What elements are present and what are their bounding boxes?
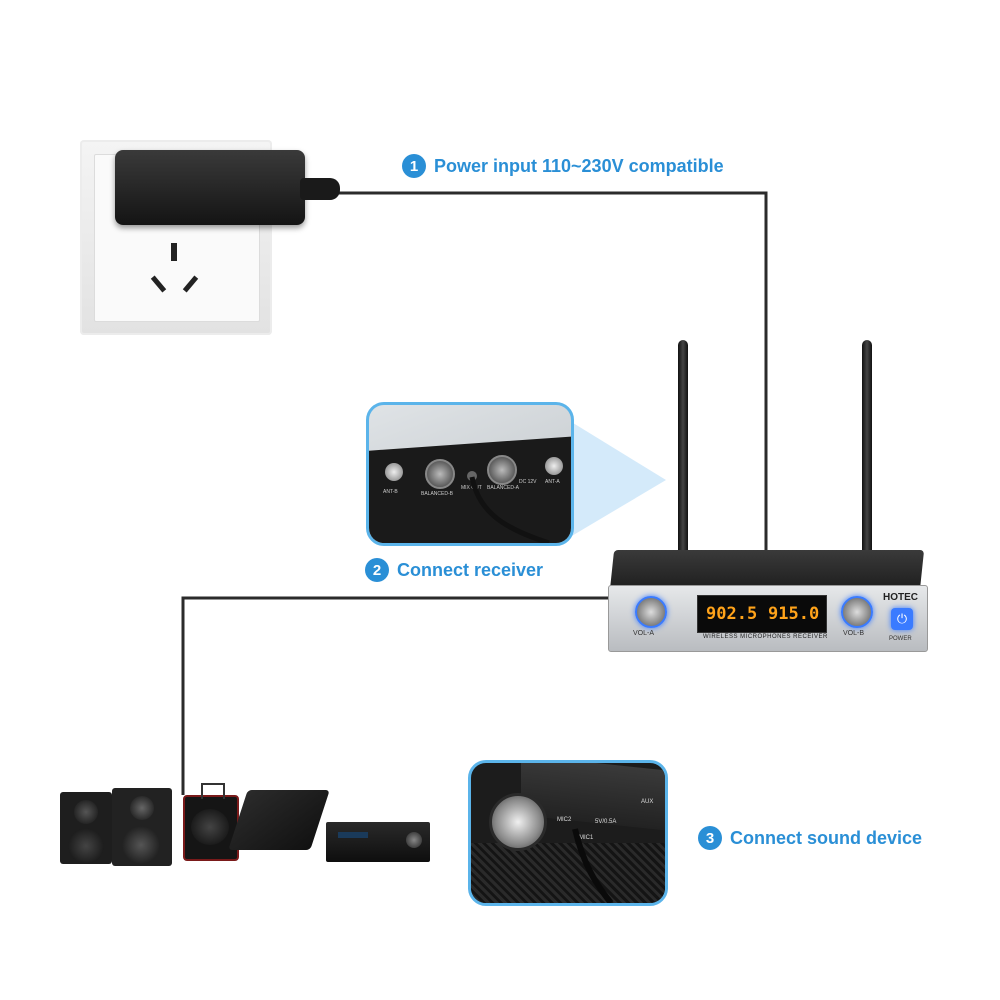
balanced-b-label: BALANCED-B (421, 491, 453, 497)
dc-label: DC 12V (519, 479, 537, 485)
power-cable (300, 191, 768, 560)
balanced-a-connector (487, 455, 517, 485)
mic2-label: MIC2 (557, 817, 572, 823)
power-icon: ⏻ (896, 611, 908, 626)
antenna-left (678, 340, 688, 570)
rear-panel-callout: ANT-B BALANCED-B MIX OUT BALANCED-A DC 1… (366, 402, 574, 546)
audio-cable (181, 596, 618, 795)
mic1-label: MIC1 (579, 835, 594, 841)
receiver-panel-label: WIRELESS MICROPHONES RECEIVER (703, 634, 828, 640)
freq-a: 902.5 (706, 604, 758, 624)
step-number: 2 (365, 558, 389, 582)
speaker-right (112, 788, 172, 866)
step-label: Connect receiver (397, 559, 544, 580)
ant-a-label: ANT-A (545, 479, 560, 485)
brand-logo: HOTEC (883, 592, 918, 603)
aux-label: AUX (641, 799, 654, 805)
step-number: 3 (698, 826, 722, 850)
vol-b-label: VOL-B (843, 630, 865, 637)
balanced-b-connector (425, 459, 455, 489)
step-label: Connect sound device (730, 827, 923, 848)
mix-out-label: MIX OUT (461, 485, 482, 491)
ant-b-label: ANT-B (383, 489, 398, 495)
wireless-receiver: VOL-A 902.5 915.0 WIRELESS MICROPHONES R… (608, 585, 928, 652)
power-label: POWER (889, 636, 912, 642)
volume-knob (489, 793, 547, 851)
trolley-speaker (183, 783, 239, 861)
step-1: 1 Power input 110~230V compatible (402, 154, 724, 178)
vol-a-label: VOL-A (633, 630, 655, 637)
av-receiver (326, 822, 430, 862)
mic-inputs-callout: MIC2 MIC1 5V/0.5A AUX (468, 760, 668, 906)
vol-a-knob[interactable] (635, 596, 667, 628)
receiver-top (609, 550, 925, 590)
step-label: Power input 110~230V compatible (434, 155, 724, 176)
sound-device-cable (572, 828, 614, 903)
receiver-cable (469, 476, 550, 543)
lcd-display: 902.5 915.0 (697, 595, 827, 633)
speaker-left (60, 792, 112, 864)
power-adapter-plug (300, 178, 340, 200)
step-number: 1 (402, 154, 426, 178)
power-button[interactable]: ⏻ (891, 608, 913, 630)
usb-label: 5V/0.5A (595, 819, 617, 825)
ant-a-connector (545, 457, 563, 475)
ant-b-connector (385, 463, 403, 481)
step-3: 3 Connect sound device (698, 826, 922, 850)
step-2: 2 Connect receiver (365, 558, 543, 582)
mix-out-jack (467, 471, 477, 481)
vol-b-knob[interactable] (841, 596, 873, 628)
freq-b: 915.0 (768, 604, 820, 624)
power-adapter (115, 150, 305, 225)
callout-pointer (565, 418, 666, 540)
balanced-a-label: BALANCED-A (487, 485, 519, 491)
antenna-right (862, 340, 872, 570)
